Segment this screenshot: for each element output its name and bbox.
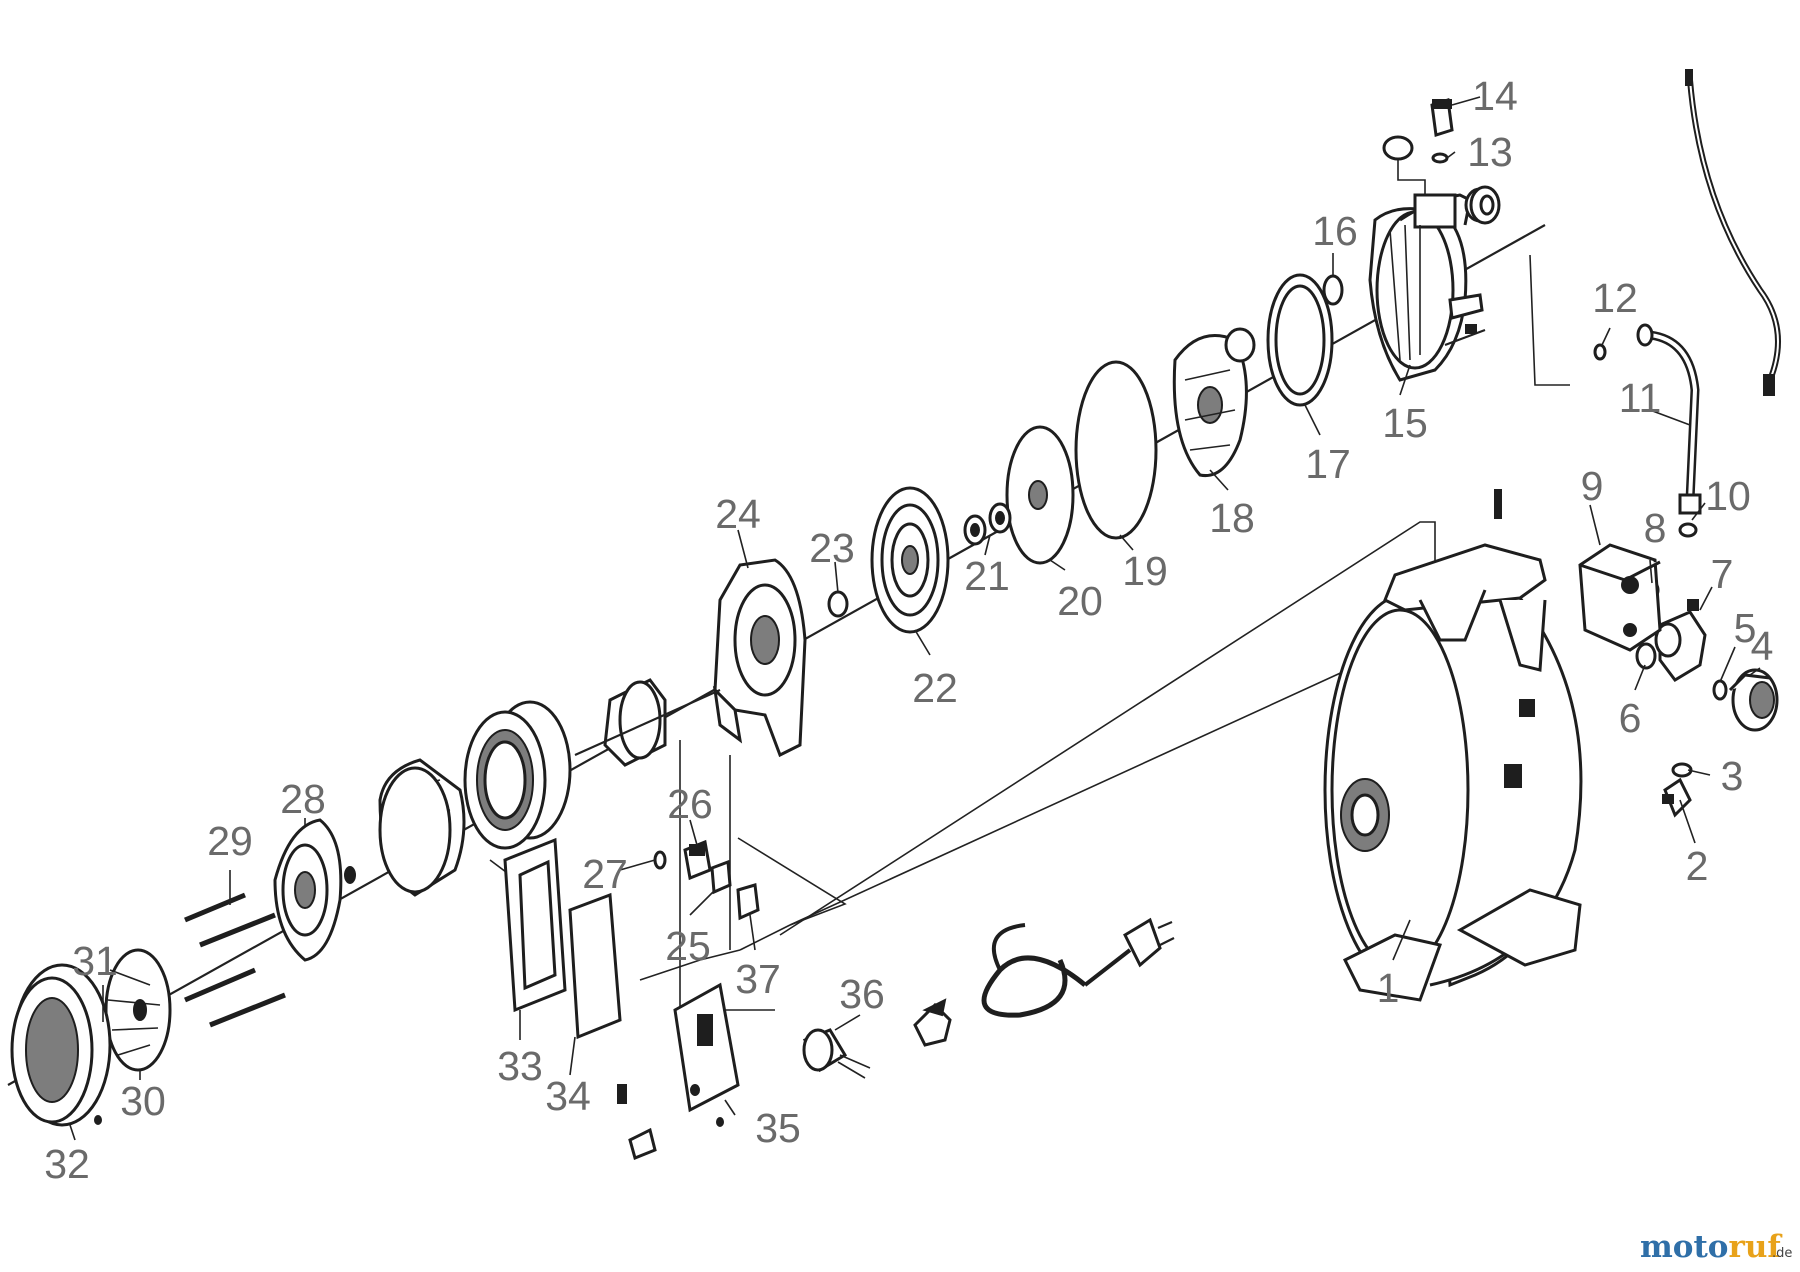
part-12-hose-seal bbox=[1593, 343, 1607, 361]
part-label-3: 3 bbox=[1721, 753, 1744, 799]
part-label-22: 22 bbox=[912, 665, 958, 711]
part-label-37: 37 bbox=[735, 956, 781, 1002]
part-15-pump-housing bbox=[1368, 187, 1496, 382]
part-label-12: 12 bbox=[1592, 275, 1638, 321]
part-label-34: 34 bbox=[545, 1073, 591, 1119]
watermark-tld: .de bbox=[1772, 1246, 1792, 1261]
part-label-16: 16 bbox=[1312, 208, 1358, 254]
part-36-capacitor bbox=[802, 1028, 871, 1079]
label-leader-lines bbox=[69, 96, 1761, 1141]
part-2-nipple bbox=[1662, 777, 1692, 818]
part-10-hose-seal bbox=[1678, 522, 1698, 538]
part-label-31: 31 bbox=[72, 938, 118, 984]
part-28-rear-bearing-plate bbox=[273, 818, 343, 962]
part-label-15: 15 bbox=[1382, 400, 1428, 446]
part-label-36: 36 bbox=[839, 971, 885, 1017]
part-label-23: 23 bbox=[809, 525, 855, 571]
part-26-switch bbox=[683, 839, 712, 881]
part-label-10: 10 bbox=[1705, 473, 1751, 519]
part-label-20: 20 bbox=[1057, 578, 1103, 624]
small-screws bbox=[344, 866, 657, 1161]
watermark-brand-part1: moto bbox=[1640, 1229, 1728, 1265]
part-19-o-ring bbox=[1074, 360, 1158, 540]
part-9-pressure-switch bbox=[1578, 543, 1662, 652]
part-label-30: 30 bbox=[120, 1078, 166, 1124]
part-label-35: 35 bbox=[755, 1105, 801, 1151]
part-20-impeller bbox=[1005, 425, 1075, 565]
part-label-2: 2 bbox=[1686, 843, 1709, 889]
part-32-fan-cover bbox=[10, 963, 112, 1127]
part-label-7: 7 bbox=[1711, 551, 1734, 597]
electric-cable-top-right bbox=[1685, 69, 1781, 396]
part-label-18: 18 bbox=[1209, 495, 1255, 541]
part-18-diffuser bbox=[1172, 327, 1256, 478]
part-label-6: 6 bbox=[1619, 695, 1642, 741]
inlet-cap bbox=[1469, 185, 1501, 225]
watermark-brand-part2: ruf bbox=[1728, 1229, 1782, 1265]
part-13-o-ring bbox=[1431, 152, 1449, 164]
part-17-gasket bbox=[1266, 273, 1334, 407]
part-label-21: 21 bbox=[964, 553, 1010, 599]
part-label-33: 33 bbox=[497, 1043, 543, 1089]
part-25-switch-gasket bbox=[710, 859, 732, 895]
part-4-pressure-gauge bbox=[1728, 668, 1779, 732]
rotor-shaft bbox=[574, 678, 721, 767]
part-16-o-ring bbox=[1322, 274, 1344, 306]
part-35-terminal-box-cover bbox=[673, 982, 740, 1127]
part-23-washer bbox=[827, 590, 849, 618]
part-21-shaft-seal bbox=[963, 502, 1012, 546]
part-5-gauge-seal bbox=[1712, 679, 1728, 701]
part-29-tie-rods bbox=[184, 892, 286, 1028]
part-label-5: 5 bbox=[1734, 605, 1757, 651]
part-14-drain-plug bbox=[1430, 98, 1454, 137]
part-label-25: 25 bbox=[665, 923, 711, 969]
part-37-switch-seal bbox=[736, 883, 760, 921]
part-label-9: 9 bbox=[1581, 463, 1604, 509]
part-label-29: 29 bbox=[207, 818, 253, 864]
stator bbox=[463, 700, 572, 850]
motor-housing bbox=[378, 758, 466, 897]
part-label-4: 4 bbox=[1751, 623, 1774, 669]
part-label-8: 8 bbox=[1644, 505, 1667, 551]
part-24-motor-flange bbox=[712, 558, 807, 758]
part-label-14: 14 bbox=[1472, 73, 1518, 119]
power-cord-with-plug bbox=[981, 917, 1175, 1018]
part-27-switch-seal bbox=[653, 850, 667, 870]
part-label-11: 11 bbox=[1619, 375, 1662, 421]
part-label-24: 24 bbox=[715, 491, 761, 537]
part-label-32: 32 bbox=[44, 1141, 90, 1187]
part-22-bearing-cover bbox=[870, 486, 950, 634]
part-label-1: 1 bbox=[1377, 965, 1400, 1011]
watermark-logo: motoruf .de bbox=[1640, 1229, 1792, 1265]
part-label-28: 28 bbox=[280, 776, 326, 822]
part-1-pressure-tank bbox=[1323, 489, 1583, 1002]
part-label-13: 13 bbox=[1467, 129, 1513, 175]
part-11-pressure-hose bbox=[1636, 323, 1702, 515]
part-34-gasket bbox=[568, 892, 622, 1040]
part-6-fitting-seal bbox=[1635, 642, 1657, 670]
cable-clamp bbox=[913, 998, 952, 1047]
filler-plug bbox=[1382, 135, 1426, 200]
svg-text:motoruf: motoruf bbox=[1640, 1229, 1782, 1265]
part-label-19: 19 bbox=[1122, 548, 1168, 594]
part-label-26: 26 bbox=[667, 781, 713, 827]
part-label-17: 17 bbox=[1305, 441, 1351, 487]
part-label-27: 27 bbox=[582, 851, 628, 897]
part-33-terminal-box-frame bbox=[503, 837, 567, 1013]
part-7-five-way-connector bbox=[1654, 599, 1707, 682]
